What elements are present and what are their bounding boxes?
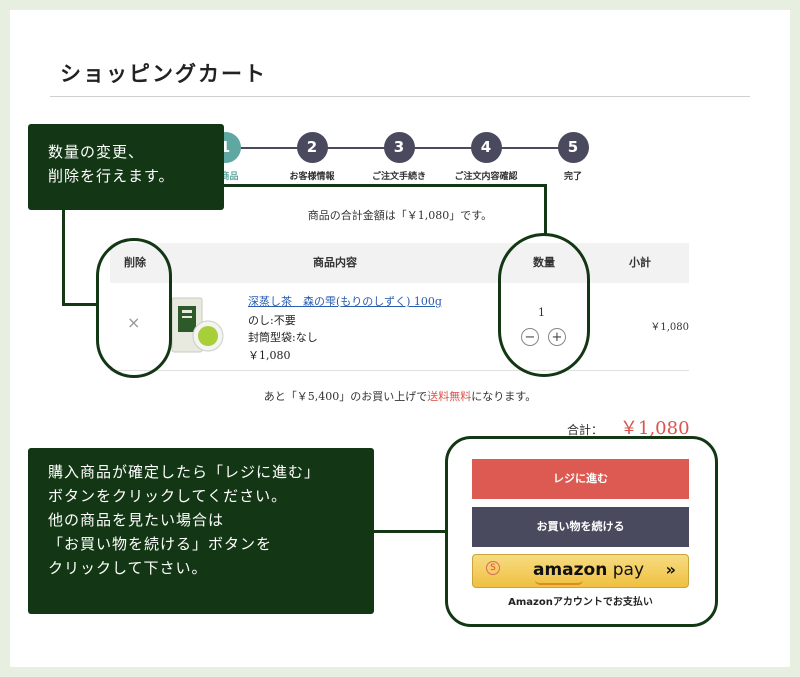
note2-line-1: 購入商品が確定したら「レジに進む」 — [48, 463, 321, 481]
connector-note1-right — [224, 184, 547, 187]
col-item: 商品内容 — [313, 256, 357, 269]
pay-word: pay — [612, 560, 645, 580]
step-4: 4 ご注文内容確認 — [436, 132, 536, 182]
step-2-label: お客様情報 — [289, 172, 335, 182]
free-shipping-highlight: 送料無料 — [427, 390, 472, 403]
step-4-label: ご注文内容確認 — [454, 172, 518, 182]
annotation-checkout-buttons: 購入商品が確定したら「レジに進む」 ボタンをクリックしてください。 他の商品を見… — [28, 448, 374, 614]
connector-note1-down — [62, 210, 65, 306]
step-4-number: 4 — [470, 132, 502, 163]
amazon-pay-caption: Amazonアカウントでお支払い — [508, 597, 653, 608]
step-2-number: 2 — [296, 132, 328, 163]
note1-line-1: 数量の変更、 — [48, 143, 145, 161]
amazon-smile-icon — [535, 580, 583, 585]
free-shipping-post: になります。 — [471, 390, 537, 403]
step-5: 5 完了 — [523, 132, 623, 182]
amazon-pay-button[interactable]: S amazon pay » — [472, 554, 689, 588]
chevron-right-icon: » — [665, 560, 676, 579]
product-price: ￥1,080 — [248, 349, 291, 362]
quantity-column-highlight — [498, 233, 590, 377]
note2-line-2: ボタンをクリックしてください。 — [48, 487, 288, 505]
connector-note1-to-delete — [62, 303, 98, 306]
product-bag: 封筒型袋:なし — [248, 331, 318, 344]
proceed-to-checkout-button[interactable]: レジに進む — [472, 459, 689, 499]
row-divider — [110, 370, 689, 371]
amazon-coin-icon: S — [486, 561, 500, 575]
connector-note1-to-qty — [544, 184, 547, 235]
amazon-word: amazon — [533, 560, 608, 580]
free-shipping-pre: あと「￥5,400」のお買い上げで — [263, 390, 428, 403]
free-shipping-message: あと「￥5,400」のお買い上げで送料無料になります。 — [0, 388, 800, 404]
step-2: 2 お客様情報 — [262, 132, 362, 182]
step-5-label: 完了 — [563, 172, 582, 182]
product-name-link[interactable]: 深蒸し茶 森の雫(もりのしずく) 100g — [248, 295, 442, 308]
step-3: 3 ご注文手続き — [349, 132, 449, 182]
col-subtotal: 小計 — [629, 256, 651, 269]
quantity-value: 1 — [538, 306, 545, 319]
delete-column-highlight — [96, 238, 172, 378]
amazon-pay-logo: amazon pay — [533, 560, 644, 580]
delete-item-button[interactable]: × — [127, 313, 141, 332]
connector-note2 — [374, 530, 447, 533]
total-label: 合計： — [567, 423, 604, 437]
step-3-label: ご注文手続き — [371, 172, 426, 182]
note2-line-5: クリックして下さい。 — [48, 559, 208, 577]
note2-line-4: 「お買い物を続ける」ボタンを — [48, 535, 273, 553]
page-title: ショッピングカート — [60, 61, 267, 86]
note1-line-2: 削除を行えます。 — [48, 167, 175, 185]
step-1-label: の商品 — [211, 172, 239, 182]
step-3-number: 3 — [383, 132, 415, 163]
note2-line-3: 他の商品を見たい場合は — [48, 511, 225, 529]
title-divider — [50, 96, 750, 97]
item-subtotal: ￥1,080 — [650, 322, 689, 333]
product-thumbnail — [171, 297, 224, 353]
step-5-number: 5 — [557, 132, 589, 163]
cart-table-header: 削除 商品内容 数量 小計 — [110, 243, 689, 283]
buttons-highlight — [445, 436, 718, 627]
continue-shopping-button[interactable]: お買い物を続ける — [472, 507, 689, 547]
annotation-qty-delete: 数量の変更、 削除を行えます。 — [28, 124, 224, 210]
cart-total-message: 商品の合計金額は「￥1,080」です。 — [307, 209, 493, 222]
product-noshi: のし:不要 — [248, 314, 296, 327]
total-value: ￥1,080 — [620, 418, 690, 439]
